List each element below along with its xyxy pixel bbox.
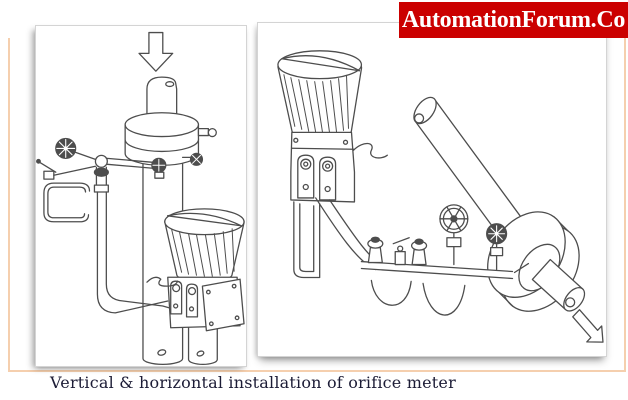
tap-handwheel-icon [151,157,167,179]
gauge-valve [411,248,427,266]
orifice-flange-pair [124,112,217,166]
vertical-installation-drawing [36,31,245,366]
figure-caption: Vertical & horizontal installation of or… [50,373,456,392]
banner: AutomationForum.Co [399,2,628,38]
conduit-wire [352,142,388,159]
handle-loop [43,182,91,223]
support-pipe [187,321,218,366]
valve-manifold [36,137,154,223]
page-frame-line-bottom [8,370,626,372]
vertical-installation-figure [35,25,247,367]
mounting-plate [201,278,245,332]
horizontal-installation-figure [257,22,607,357]
flow-out-arrow-icon [572,309,604,343]
fluted-cover [283,74,349,134]
dp-transmitter [277,50,388,279]
lever-valve [394,250,406,266]
condensate-loops [370,279,466,316]
conduit-wire [146,276,179,287]
dp-transmitter [146,208,245,332]
page-frame-line-left [8,38,10,371]
banner-title: AutomationForum.Co [401,6,626,33]
valve-manifold [360,204,530,280]
fluted-cover [171,228,235,277]
page-frame-line-right [624,38,626,371]
gauge-valve [367,247,383,264]
support-bracket [293,201,321,279]
side-tap-valve [181,152,204,166]
flow-down-arrow-icon [138,31,174,72]
pipe-inlet-nozzle [146,76,178,121]
lever-valve [43,170,55,180]
horizontal-installation-drawing [277,50,604,343]
